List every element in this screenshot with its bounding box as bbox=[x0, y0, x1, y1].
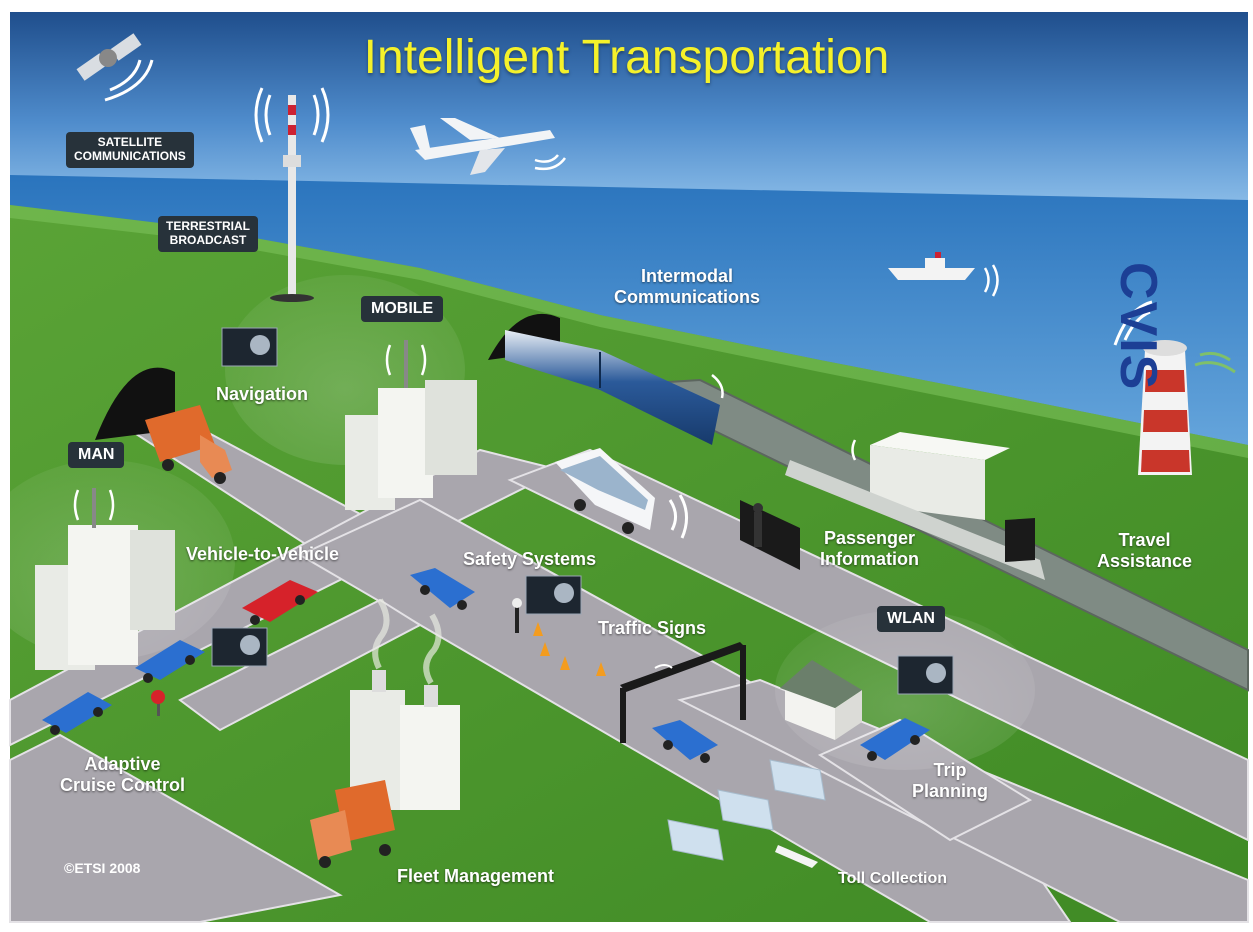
satellite-tag-line2: COMMUNICATIONS bbox=[74, 148, 186, 163]
blue-car-icon bbox=[42, 692, 112, 735]
cvis-logo: CVIS bbox=[1109, 262, 1167, 392]
station-building-icon bbox=[785, 432, 1045, 580]
passenger-line2: Information bbox=[820, 548, 919, 569]
ship-icon bbox=[888, 252, 999, 297]
adaptive-line2: Cruise Control bbox=[60, 774, 186, 795]
wlan-tag: WLAN bbox=[877, 606, 945, 633]
blue-car-icon bbox=[135, 640, 205, 683]
train-icon bbox=[505, 330, 724, 445]
mobile-buildings-icon bbox=[345, 340, 477, 510]
trip-line2: Planning bbox=[912, 780, 988, 801]
passenger-info-stand-icon bbox=[740, 500, 1035, 570]
factory-icon bbox=[350, 598, 460, 810]
fleet-management-label: Fleet Management bbox=[397, 866, 555, 886]
terrestrial-tag-line1: TERRESTRIAL bbox=[166, 219, 250, 233]
toll-collection-label: Toll Collection bbox=[838, 870, 948, 887]
traffic-signs-label: Traffic Signs bbox=[598, 618, 707, 638]
broadcast-tower-icon bbox=[254, 87, 330, 302]
cvis-logo-icon bbox=[1194, 351, 1236, 374]
navigation-label: Navigation bbox=[216, 384, 309, 404]
travel-line1: Travel bbox=[1118, 530, 1171, 550]
blue-car-icon bbox=[410, 568, 475, 610]
stop-sign-icon bbox=[151, 690, 165, 716]
fleet-truck-icon bbox=[310, 780, 395, 868]
bus-icon bbox=[555, 448, 688, 539]
adaptive-cruise-control-label: Adaptive Cruise Control bbox=[60, 754, 185, 795]
orange-truck-icon bbox=[145, 405, 232, 484]
satellite-communications-tag: SATELLITE COMMUNICATIONS bbox=[66, 132, 194, 168]
satellite-icon bbox=[76, 33, 154, 102]
blue-car-icon bbox=[860, 718, 930, 761]
man-tag: MAN bbox=[68, 442, 125, 469]
vehicle-to-vehicle-label: Vehicle-to-Vehicle bbox=[186, 544, 340, 564]
vehicle-screen-icon bbox=[211, 627, 268, 667]
trip-line1: Trip bbox=[933, 760, 967, 780]
mobile-tag: MOBILE bbox=[361, 296, 444, 323]
copyright-notice: ©ETSI 2008 bbox=[64, 860, 141, 876]
house-icon bbox=[780, 660, 862, 740]
trip-screen-icon bbox=[897, 655, 954, 695]
lighthouse-icon bbox=[1113, 300, 1192, 475]
intermodal-line1: Intermodal bbox=[641, 266, 734, 286]
blue-car-icon bbox=[652, 720, 718, 763]
satellite-tag-line1: SATELLITE bbox=[97, 135, 163, 149]
page-title: Intelligent Transportation bbox=[363, 31, 890, 84]
toll-gantry-icon bbox=[620, 642, 746, 743]
travel-line2: Assistance bbox=[1097, 550, 1193, 571]
trip-planning-label: Trip Planning bbox=[912, 760, 988, 801]
travel-assistance-label: Travel Assistance bbox=[1097, 530, 1192, 571]
safety-systems-label: Safety Systems bbox=[463, 549, 597, 569]
traffic-cone-icon bbox=[533, 622, 606, 676]
airplane-icon bbox=[410, 118, 567, 175]
man-buildings-icon bbox=[35, 488, 175, 670]
navigation-screen-icon bbox=[221, 327, 278, 367]
intermodal-communications-label: Intermodal Communications bbox=[614, 266, 760, 307]
adaptive-line1: Adaptive bbox=[84, 754, 161, 774]
intermodal-line2: Communications bbox=[614, 286, 761, 307]
passenger-information-label: Passenger Information bbox=[820, 528, 919, 569]
terrestrial-tag-line2: BROADCAST bbox=[169, 232, 247, 247]
toll-plane-icon bbox=[775, 845, 818, 868]
road-sign-icon bbox=[512, 598, 522, 633]
safety-screen-icon bbox=[525, 575, 582, 615]
toll-booth-icon bbox=[667, 759, 826, 861]
terrestrial-broadcast-tag: TERRESTRIAL BROADCAST bbox=[158, 216, 258, 252]
passenger-line1: Passenger bbox=[823, 528, 916, 548]
fire-car-icon bbox=[242, 580, 318, 625]
